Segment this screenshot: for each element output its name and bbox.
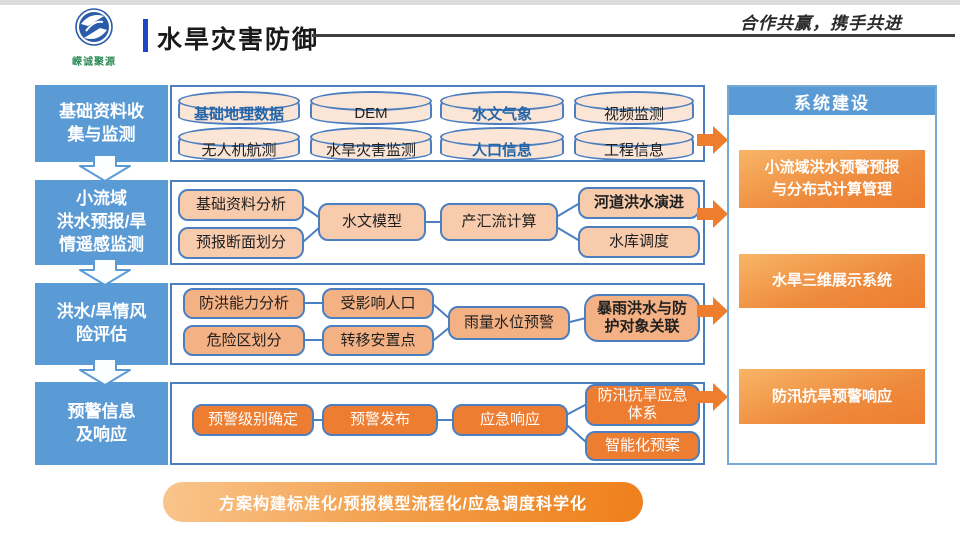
stage-basic-data-collection: 基础资料收 集与监测: [35, 85, 168, 162]
node-river-flood-routing: 河道洪水演进: [578, 187, 700, 219]
cylinder-uav-survey: 无人机航测: [178, 127, 300, 161]
panel-title: 系统建设: [729, 87, 935, 115]
logo-label: 嵘诚聚源: [72, 57, 116, 68]
arrow-right-icon: [697, 200, 728, 228]
header-divider: [312, 34, 955, 37]
node-emergency-system: 防汛抗旱应急 体系: [585, 384, 700, 426]
cylinder-basic-geographic-data: 基础地理数据: [178, 91, 300, 125]
cylinder-disaster-monitoring: 水旱灾害监测: [310, 127, 432, 161]
logo-icon: [75, 8, 113, 46]
node-data-analysis: 基础资料分析: [178, 189, 304, 221]
panel-item-3d-display-system: 水旱三维展示系统: [739, 254, 925, 308]
arrow-right-icon: [697, 297, 728, 325]
arrow-down-icon: [79, 358, 131, 386]
node-relocation-sites: 转移安置点: [322, 325, 434, 356]
node-rain-water-level-warning: 雨量水位预警: [448, 306, 570, 340]
node-hydro-model: 水文模型: [318, 203, 426, 241]
node-reservoir-dispatch: 水库调度: [578, 226, 700, 258]
system-construction-panel: 系统建设 小流域洪水预警预报 与分布式计算管理 水旱三维展示系统 防汛抗旱预警响…: [727, 85, 937, 465]
arrow-down-icon: [79, 154, 131, 182]
footer-banner: 方案构建标准化/预报模型流程化/应急调度科学化: [163, 482, 643, 522]
cylinder-video-monitoring: 视频监测: [574, 91, 694, 125]
header-slogan: 合作共赢，携手共进: [740, 14, 902, 33]
node-storm-flood-association: 暴雨洪水与防 护对象关联: [584, 294, 700, 342]
title-accent-bar: [143, 19, 148, 52]
cylinder-hydro-meteorology: 水文气象: [440, 91, 564, 125]
node-flood-capacity-analysis: 防洪能力分析: [183, 288, 305, 319]
panel-item-flood-warning-system: 小流域洪水预警预报 与分布式计算管理: [739, 150, 925, 208]
cylinder-dem: DEM: [310, 91, 432, 125]
cylinder-project-info: 工程信息: [574, 127, 694, 161]
node-warning-release: 预警发布: [322, 404, 438, 436]
arrow-right-icon: [697, 383, 728, 411]
node-section-division: 预报断面划分: [178, 227, 304, 259]
node-runoff-calculation: 产汇流计算: [440, 203, 558, 241]
node-intelligent-plan: 智能化预案: [585, 431, 700, 461]
node-emergency-response: 应急响应: [452, 404, 568, 436]
arrow-right-icon: [697, 126, 728, 154]
stage-risk-assessment: 洪水/旱情风 险评估: [35, 283, 168, 365]
node-affected-population: 受影响人口: [322, 288, 434, 319]
page-title: 水旱灾害防御: [157, 26, 320, 54]
node-warning-level: 预警级别确定: [192, 404, 314, 436]
top-border: [0, 0, 960, 5]
cylinder-population-info: 人口信息: [440, 127, 564, 161]
company-logo: 嵘诚聚源: [52, 7, 136, 68]
panel-item-warning-response-system: 防汛抗旱预警响应: [739, 369, 925, 424]
arrow-down-icon: [79, 258, 131, 286]
stage-flood-forecast: 小流域 洪水预报/旱 情遥感监测: [35, 180, 168, 265]
stage-warning-response: 预警信息 及响应: [35, 382, 168, 465]
node-risk-zone-division: 危险区划分: [183, 325, 305, 356]
